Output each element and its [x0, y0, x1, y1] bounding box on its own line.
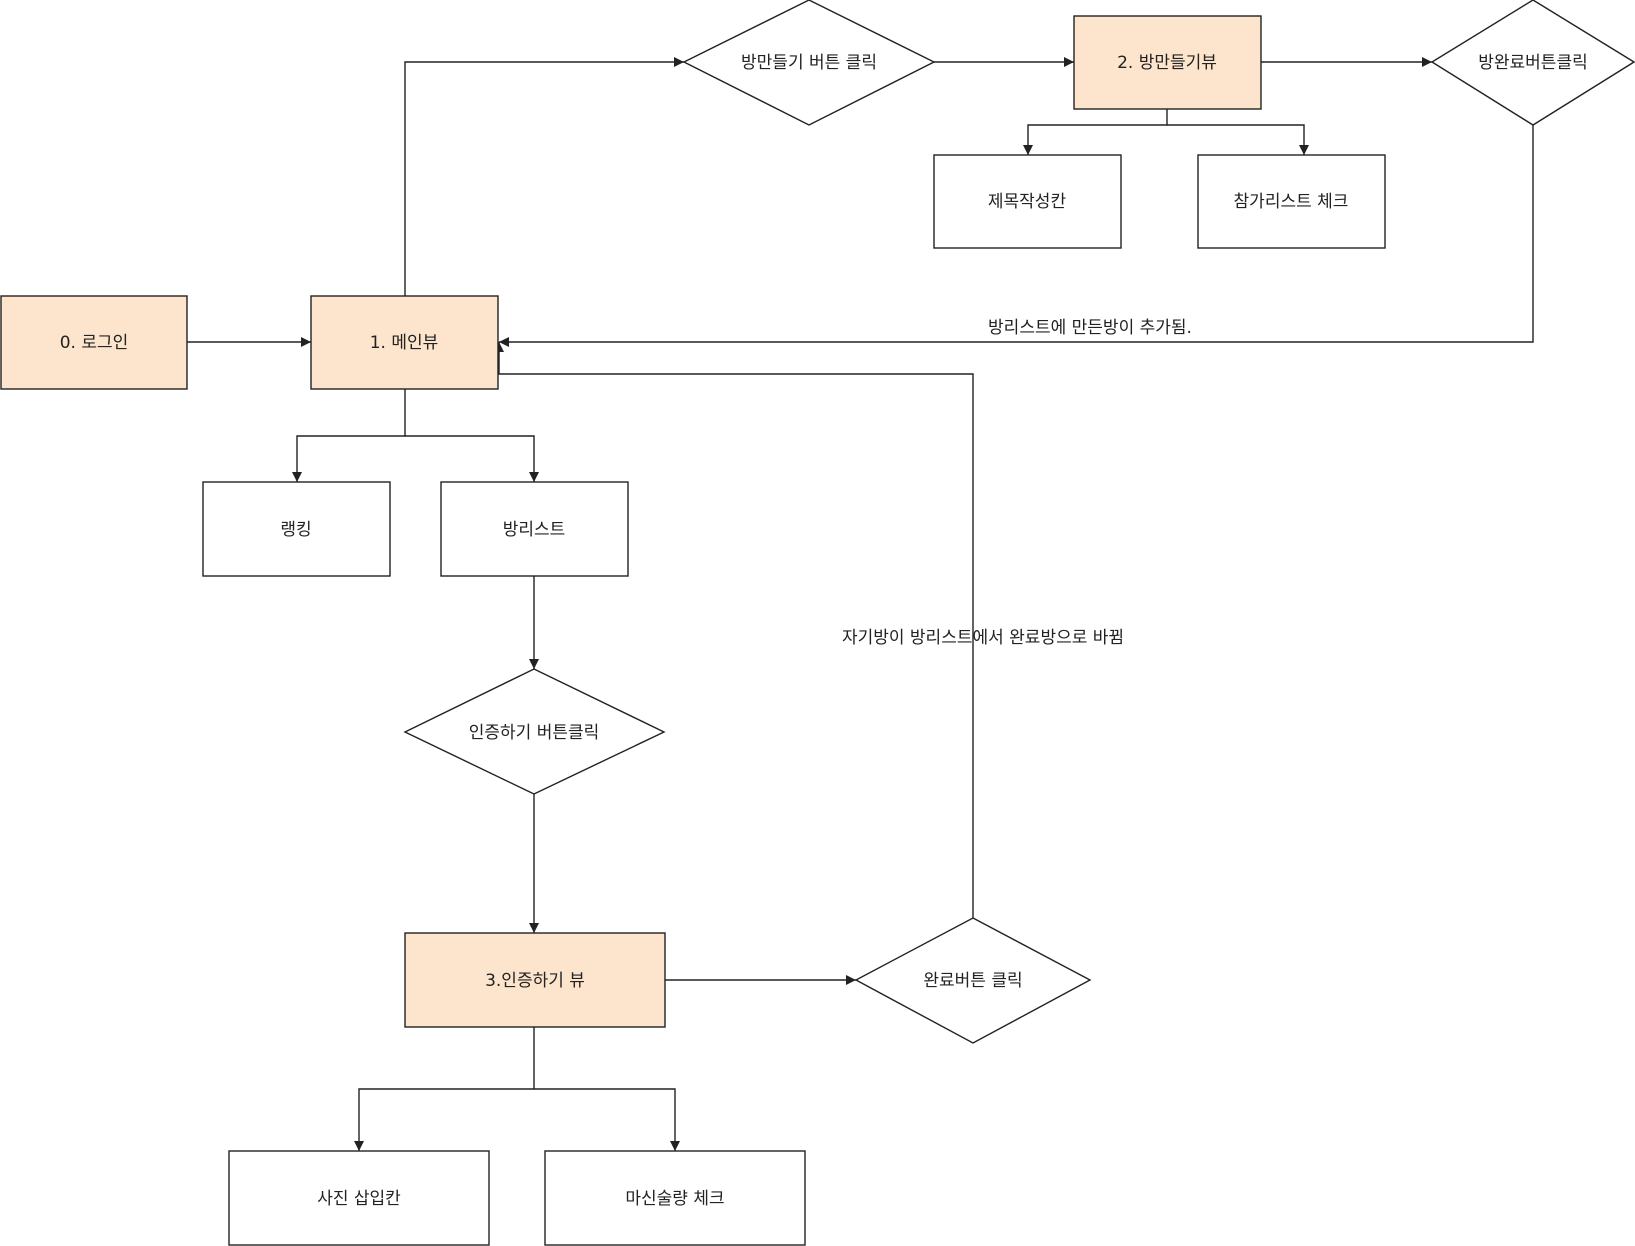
edge-label-room-completed: 자기방이 방리스트에서 완료방으로 바뀜 — [842, 628, 1124, 648]
node-room-done-click-label: 방완료버튼클릭 — [1478, 53, 1587, 73]
node-ranking[interactable]: 랭킹 — [202, 481, 391, 577]
node-ranking-label: 랭킹 — [280, 520, 311, 540]
node-verify-click[interactable]: 인증하기 버튼클릭 — [403, 668, 666, 795]
edge-main-to-ranking — [292, 389, 406, 482]
node-make-room-view[interactable]: 2. 방만들기뷰 — [1073, 15, 1262, 110]
node-photo-insert-label: 사진 삽입칸 — [317, 1189, 401, 1209]
edge-verify-view-to-water — [534, 1088, 680, 1151]
edge-make-room-view-to-title — [1023, 109, 1168, 155]
edge-main-to-make-room-click — [404, 57, 684, 296]
node-photo-insert[interactable]: 사진 삽입칸 — [228, 1150, 490, 1246]
node-make-room-click[interactable]: 방만들기 버튼 클릭 — [682, 0, 936, 126]
edge-label-room-added: 방리스트에 만든방이 추가됨. — [988, 318, 1192, 338]
node-participant-check[interactable]: 참가리스트 체크 — [1197, 154, 1386, 249]
node-title-input-label: 제목작성칸 — [988, 192, 1067, 212]
node-main-view-label: 1. 메인뷰 — [370, 333, 439, 353]
edge-complete-click-to-main — [494, 342, 974, 918]
node-verify-view-label: 3.인증하기 뷰 — [485, 971, 585, 991]
node-room-list[interactable]: 방리스트 — [440, 481, 629, 577]
node-complete-click[interactable]: 완료버튼 클릭 — [854, 917, 1092, 1044]
node-room-list-label: 방리스트 — [503, 520, 566, 540]
node-water-check-label: 마신술량 체크 — [625, 1189, 724, 1209]
node-main-view[interactable]: 1. 메인뷰 — [310, 295, 499, 390]
edge-make-room-view-to-participants — [1167, 124, 1309, 155]
node-participant-check-label: 참가리스트 체크 — [1234, 192, 1349, 212]
node-make-room-view-label: 2. 방만들기뷰 — [1117, 53, 1217, 73]
node-login-label: 0. 로그인 — [60, 333, 129, 353]
edge-verify-view-to-photo — [354, 1027, 535, 1151]
edge-main-to-room-list — [405, 435, 539, 482]
node-verify-click-label: 인증하기 버튼클릭 — [469, 723, 600, 743]
edge-done-click-to-main — [499, 125, 1534, 347]
node-verify-view[interactable]: 3.인증하기 뷰 — [404, 932, 666, 1028]
node-room-done-click[interactable]: 방완료버튼클릭 — [1430, 0, 1635, 126]
node-complete-click-label: 완료버튼 클릭 — [923, 971, 1022, 991]
node-login[interactable]: 0. 로그인 — [0, 295, 188, 390]
edges — [187, 57, 1534, 1151]
node-title-input[interactable]: 제목작성칸 — [933, 154, 1122, 249]
node-make-room-click-label: 방만들기 버튼 클릭 — [741, 53, 877, 73]
node-water-check[interactable]: 마신술량 체크 — [544, 1150, 806, 1246]
